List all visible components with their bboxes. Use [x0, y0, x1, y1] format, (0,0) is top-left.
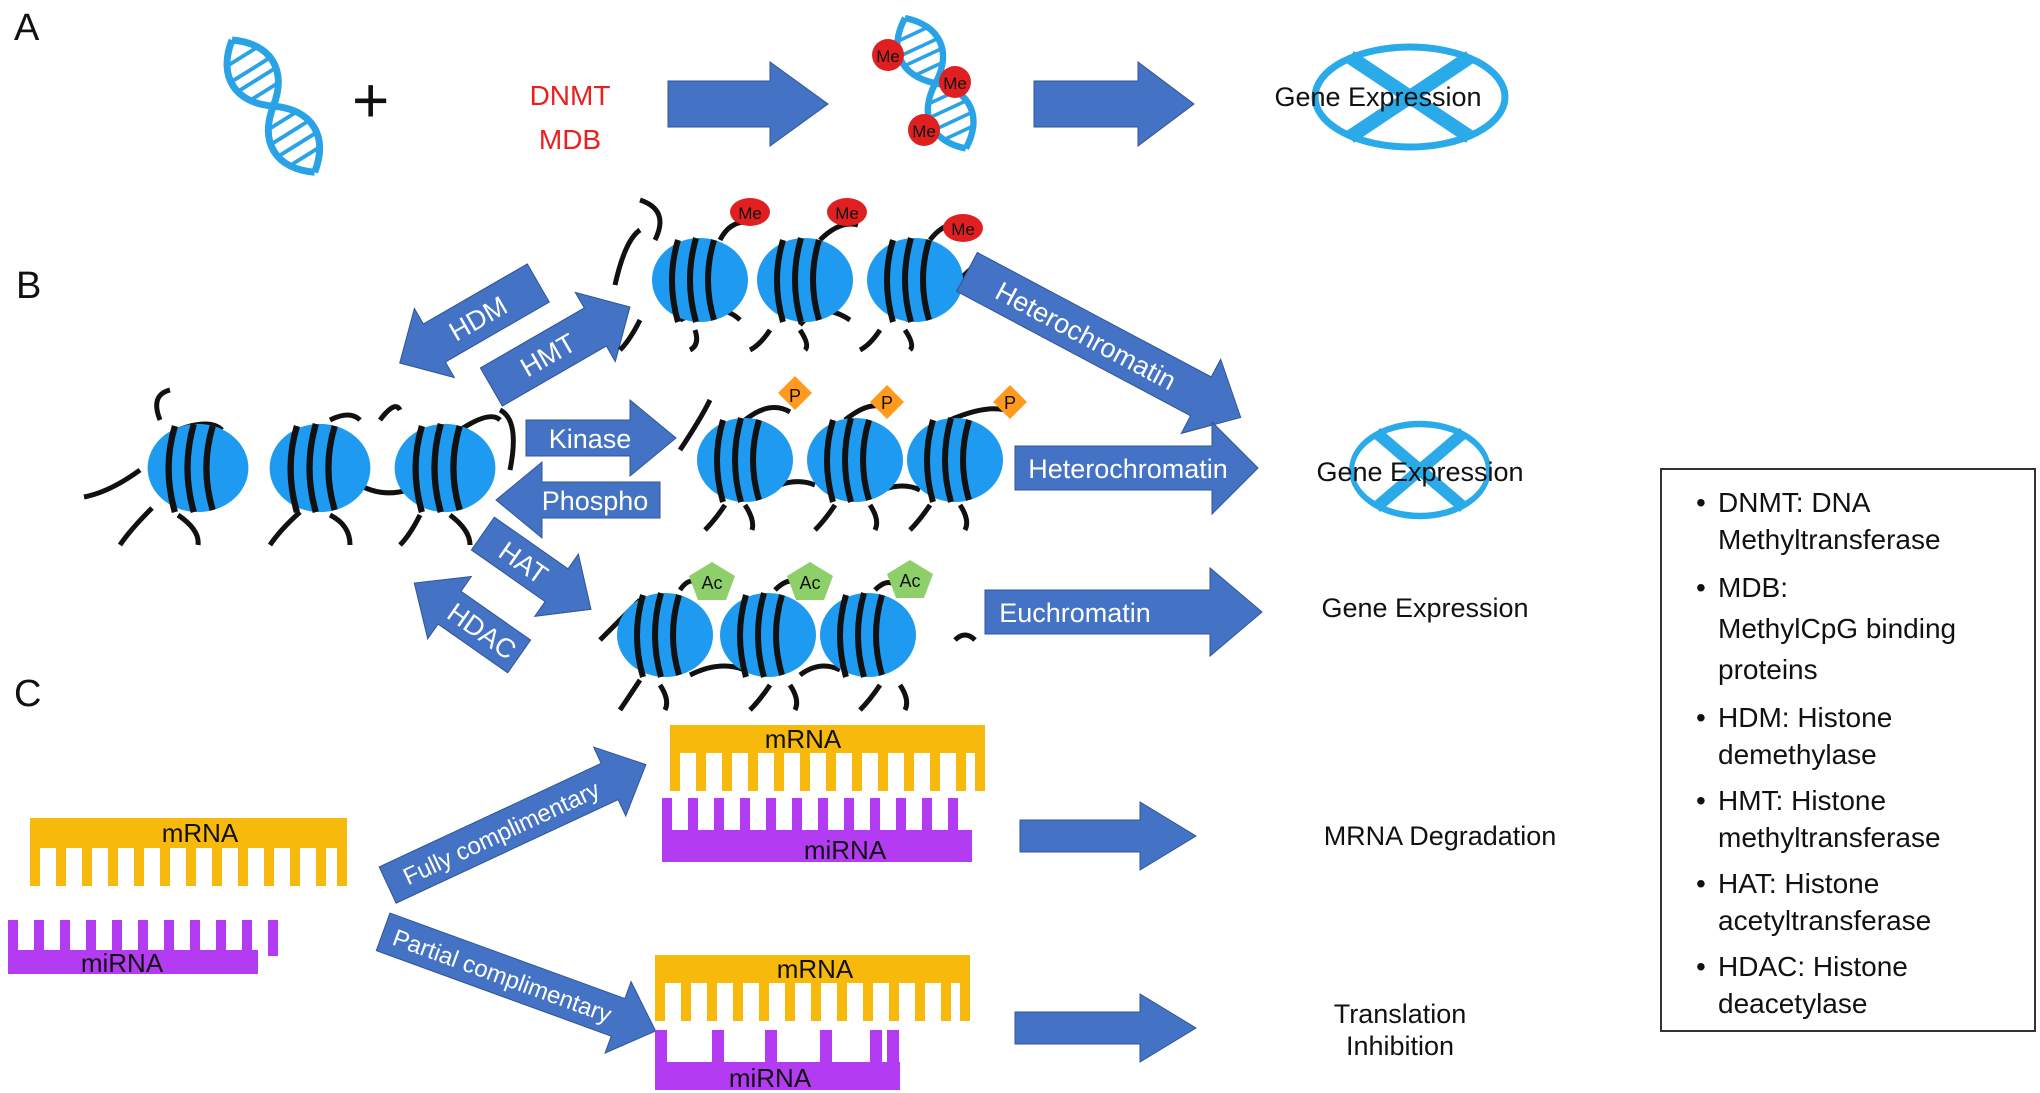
outcome-gene-expression-blocked-a: Gene Expression — [1274, 82, 1481, 112]
svg-text:Euchromatin: Euchromatin — [999, 598, 1151, 628]
arrow-c2 — [1014, 993, 1197, 1063]
outcome-translation: Translation — [1334, 999, 1467, 1029]
svg-text:P: P — [881, 393, 893, 413]
svg-text:P: P — [789, 386, 801, 406]
plus-sign: + — [352, 64, 389, 136]
legend-item-mdb: MDB: MethylCpG binding proteins — [1696, 567, 2020, 690]
acetyl-mark: Ac — [689, 562, 735, 600]
methyl-mark: Me — [908, 114, 940, 146]
phospho-mark: P — [870, 385, 904, 419]
svg-text:miRNA: miRNA — [804, 835, 887, 865]
svg-text:Ac: Ac — [899, 571, 920, 591]
arrow-euchromatin: Euchromatin — [984, 566, 1263, 658]
svg-text:Fully complimentary: Fully complimentary — [399, 776, 604, 891]
dna-icon — [212, 28, 334, 185]
svg-text:Me: Me — [943, 74, 967, 93]
legend-item-hdm: HDM: Histone demethylase — [1696, 699, 2020, 773]
outcome-gene-expression-active: Gene Expression — [1321, 593, 1528, 623]
arrow-a2 — [1033, 61, 1195, 147]
mrna-strand: mRNA — [670, 724, 985, 791]
svg-text:Me: Me — [738, 204, 762, 223]
svg-text:Me: Me — [835, 204, 859, 223]
enzyme-mdb: MDB — [539, 124, 601, 155]
svg-text:Heterochromatin: Heterochromatin — [1028, 454, 1228, 484]
chromatin-methylated — [612, 197, 982, 353]
methyl-mark: Me — [872, 39, 904, 71]
acetyl-mark: Ac — [887, 560, 933, 598]
svg-text:Phospho: Phospho — [542, 486, 649, 516]
svg-text:Kinase: Kinase — [549, 424, 632, 454]
legend-item-hat: HAT: Histone acetyltransferase — [1696, 865, 2020, 939]
methyl-mark: Me — [943, 214, 983, 242]
svg-text:Partial complimentary: Partial complimentary — [389, 925, 615, 1029]
chromatin-acetylated — [598, 578, 977, 712]
arrow-a1 — [667, 61, 829, 147]
methyl-mark: Me — [939, 66, 971, 98]
svg-text:Me: Me — [951, 220, 975, 239]
methyl-mark: Me — [827, 198, 867, 226]
methyl-mark: Me — [730, 198, 770, 226]
svg-text:miRNA: miRNA — [729, 1063, 812, 1093]
svg-text:Heterochromatin: Heterochromatin — [991, 276, 1181, 396]
outcome-gene-expression-blocked-b: Gene Expression — [1316, 457, 1523, 487]
acetyl-mark: Ac — [787, 562, 833, 600]
svg-text:mRNA: mRNA — [777, 954, 854, 984]
arrow-c1 — [1019, 801, 1197, 871]
arrow-partial-complimentary: Partial complimentary — [375, 912, 657, 1054]
abbreviation-legend: DNMT: DNA Methyltransferase MDB: MethylC… — [1660, 468, 2036, 1032]
enzyme-dnmt: DNMT — [530, 80, 611, 111]
arrow-kinase: Kinase — [525, 398, 677, 478]
chromatin-unmodified — [83, 387, 516, 547]
svg-text:mRNA: mRNA — [162, 818, 239, 848]
phospho-mark: P — [993, 385, 1027, 419]
phospho-mark: P — [778, 376, 812, 410]
legend-item-hdac: HDAC: Histone deacetylase — [1696, 948, 2020, 1022]
panel-label-a: A — [14, 7, 40, 49]
mrna-strand: mRNA — [655, 954, 970, 1021]
legend-item-hmt: HMT: Histone methyltransferase — [1696, 782, 2020, 856]
legend-item-dnmt: DNMT: DNA Methyltransferase — [1696, 484, 2020, 558]
svg-text:Me: Me — [912, 122, 936, 141]
arrow-phospho: Phospho — [495, 460, 661, 540]
mrna-strand: mRNA — [30, 818, 347, 886]
svg-text:mRNA: mRNA — [765, 724, 842, 754]
arrow-heterochromatin-2: Heterochromatin — [1014, 420, 1259, 516]
arrow-fully-complimentary: Fully complimentary — [378, 746, 647, 904]
mirna-strand: miRNA — [655, 1030, 900, 1093]
mirna-strand: miRNA — [8, 920, 278, 978]
panel-label-c: C — [14, 673, 41, 715]
svg-text:miRNA: miRNA — [81, 948, 164, 978]
outcome-mrna-degradation: MRNA Degradation — [1324, 821, 1557, 851]
svg-text:Me: Me — [876, 47, 900, 66]
chromatin-phosphorylated — [677, 398, 1005, 532]
svg-text:Ac: Ac — [799, 573, 820, 593]
arrow-heterochromatin-1: Heterochromatin — [955, 251, 1242, 435]
outcome-inhibition: Inhibition — [1346, 1031, 1454, 1061]
svg-text:P: P — [1004, 393, 1016, 413]
panel-label-b: B — [16, 265, 41, 307]
svg-text:Ac: Ac — [701, 573, 722, 593]
mirna-strand: miRNA — [662, 798, 972, 865]
